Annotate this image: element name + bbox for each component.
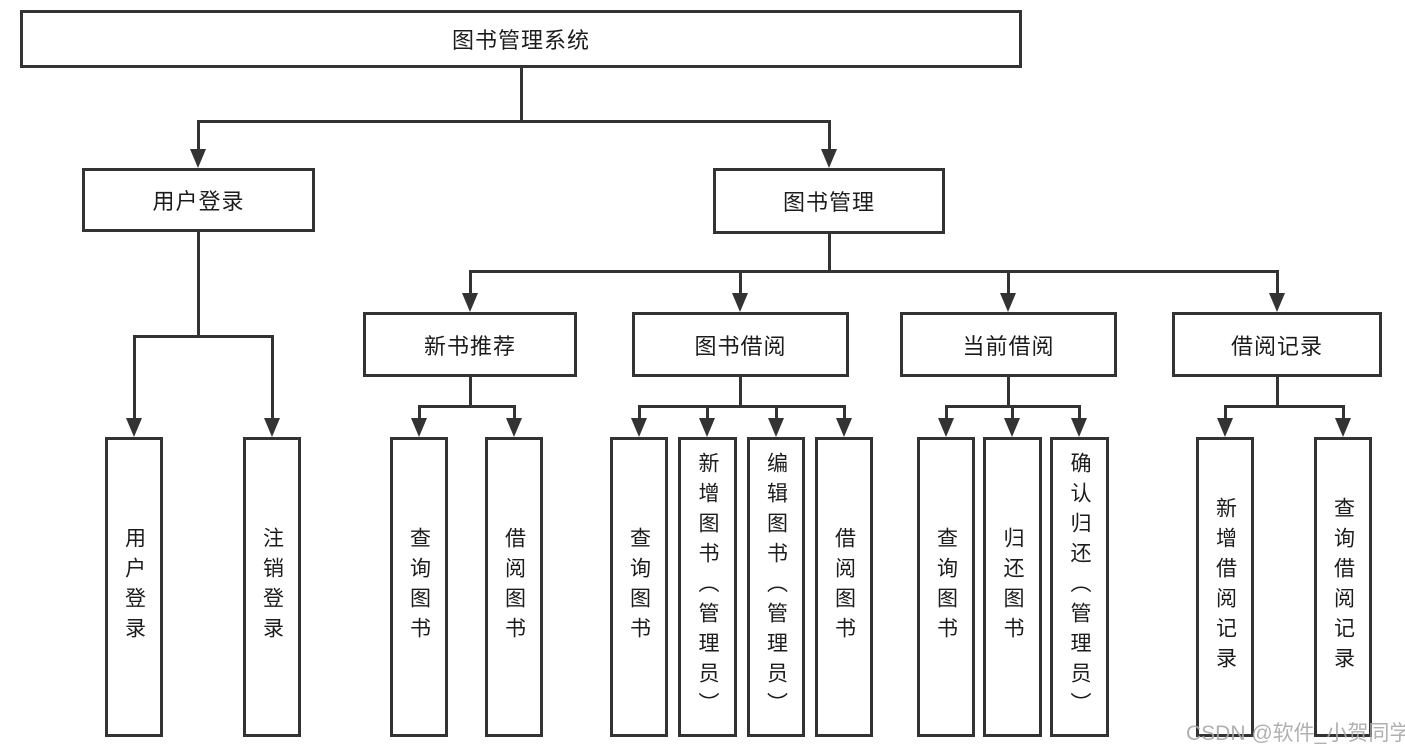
connector-line [738, 375, 742, 408]
connector-line [468, 375, 472, 408]
node-book-borrowing: 图书借阅 [632, 312, 849, 377]
node-borrow-books-leaf: 借阅图书 [815, 437, 873, 737]
node-logout: 注销登录 [243, 437, 301, 737]
node-return-books: 归还图书 [983, 437, 1042, 737]
arrow-down-icon [767, 405, 784, 437]
arrow-down-icon [1070, 405, 1087, 437]
node-new-book-recommendation: 新书推荐 [363, 312, 577, 377]
arrow-down-icon [835, 405, 852, 437]
arrow-down-icon [1003, 405, 1020, 437]
arrow-down-icon [263, 335, 280, 437]
arrow-down-icon [1268, 270, 1285, 312]
node-user-login: 用户登录 [82, 168, 315, 232]
connector-line [637, 405, 845, 408]
watermark-text: CSDN @软件_小贺同学 [1186, 722, 1405, 745]
connector-line [132, 335, 274, 338]
arrow-down-icon [505, 405, 522, 437]
node-query-borrow-record: 查询借阅记录 [1314, 437, 1372, 737]
arrow-down-icon [698, 405, 715, 437]
arrow-down-icon [189, 120, 206, 168]
node-borrowing-records: 借阅记录 [1172, 312, 1382, 377]
arrow-down-icon [410, 405, 427, 437]
node-query-books-recommend: 查询图书 [390, 437, 448, 737]
arrow-down-icon [461, 270, 478, 312]
arrow-down-icon [820, 120, 837, 168]
node-library-system: 图书管理系统 [20, 10, 1022, 68]
arrow-down-icon [731, 270, 748, 312]
node-add-borrow-record: 新增借阅记录 [1196, 437, 1254, 737]
connector-line [1006, 375, 1010, 408]
node-book-management: 图书管理 [713, 168, 945, 234]
arrow-down-icon [630, 405, 647, 437]
connector-line [519, 66, 523, 123]
node-current-borrowing: 当前借阅 [900, 312, 1117, 377]
connector-line [1275, 375, 1279, 408]
node-query-books-current: 查询图书 [917, 437, 975, 737]
node-query-books-borrowing: 查询图书 [610, 437, 668, 737]
connector-line [417, 405, 516, 408]
connector-line [197, 230, 200, 338]
arrow-down-icon [125, 335, 142, 437]
arrow-down-icon [1216, 405, 1233, 437]
node-add-book-admin: 新增图书（管理员） [678, 437, 737, 737]
node-edit-book-admin: 编辑图书（管理员） [747, 437, 805, 737]
connector-line [196, 120, 830, 123]
node-confirm-return-admin: 确认归还（管理员） [1050, 437, 1109, 737]
node-borrow-books-recommend: 借阅图书 [485, 437, 543, 737]
arrow-down-icon [937, 405, 954, 437]
connector-line [827, 232, 831, 273]
node-user-login-leaf: 用户登录 [105, 437, 163, 737]
connector-line [1223, 405, 1344, 408]
arrow-down-icon [999, 270, 1016, 312]
connector-line [468, 270, 1279, 273]
arrow-down-icon [1334, 405, 1351, 437]
